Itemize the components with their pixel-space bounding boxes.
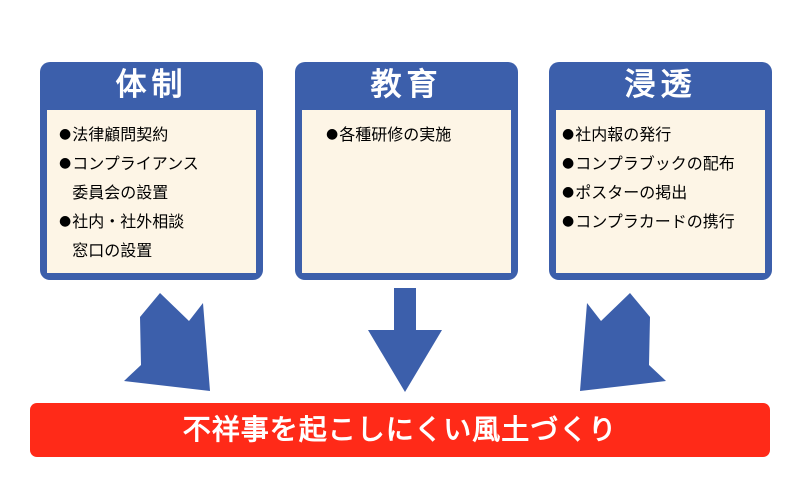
- list-item-text: 社内・社外相談 窓口の設置: [72, 212, 185, 260]
- list-item-text: コンプライアンス 委員会の設置: [72, 154, 199, 202]
- pillar-title: 体制: [115, 67, 188, 103]
- pillar-penetration: 浸透 ● 社内報の発行 ● コンプラブックの配布 ● ポスターの掲出 ● コンプ…: [549, 62, 772, 280]
- pillar-body: ● 法律顧問契約 ● コンプライアンス 委員会の設置 ● 社内・社外相談 窓口の…: [47, 110, 256, 273]
- list-item-text: 法律顧問契約: [72, 125, 169, 144]
- list-item: ● 社内・社外相談 窓口の設置: [59, 207, 254, 265]
- arrow-down-right-icon: [124, 293, 210, 391]
- list-item: ● コンプライアンス 委員会の設置: [59, 149, 254, 207]
- bullet-icon: ●: [562, 126, 575, 142]
- bullet-icon: ●: [326, 126, 339, 142]
- list-item-text: コンプラカードの携行: [575, 212, 735, 231]
- bullet-icon: ●: [59, 213, 72, 229]
- list-item-text: コンプラブックの配布: [575, 154, 735, 173]
- bullet-icon: ●: [562, 184, 575, 200]
- bullet-icon: ●: [59, 126, 72, 142]
- bullet-icon: ●: [562, 155, 575, 171]
- pillar-body: ● 各種研修の実施: [302, 110, 511, 273]
- list-item: ● 法律顧問契約: [59, 120, 254, 149]
- list-item-text: ポスターの掲出: [575, 183, 688, 202]
- list-item-text: 各種研修の実施: [339, 125, 452, 144]
- pillar-structure: 体制 ● 法律顧問契約 ● コンプライアンス 委員会の設置 ● 社内・社外相談 …: [40, 62, 263, 280]
- pillar-title: 浸透: [624, 67, 697, 103]
- goal-banner: 不祥事を起こしにくい風土づくり: [30, 403, 770, 457]
- list-item: ● 社内報の発行: [562, 120, 763, 149]
- list-item: ● コンプラブックの配布: [562, 149, 763, 178]
- list-item: ● 各種研修の実施: [326, 120, 509, 149]
- arrow-down-left-icon: [580, 293, 666, 391]
- pillar-title: 教育: [370, 67, 443, 103]
- pillar-education: 教育 ● 各種研修の実施: [295, 62, 518, 280]
- arrow-down-icon: [368, 288, 442, 392]
- bullet-icon: ●: [59, 155, 72, 171]
- pillar-body: ● 社内報の発行 ● コンプラブックの配布 ● ポスターの掲出 ● コンプラカー…: [556, 110, 765, 273]
- list-item-text: 社内報の発行: [575, 125, 672, 144]
- bullet-icon: ●: [562, 213, 575, 229]
- list-item: ● ポスターの掲出: [562, 178, 763, 207]
- list-item: ● コンプラカードの携行: [562, 207, 763, 236]
